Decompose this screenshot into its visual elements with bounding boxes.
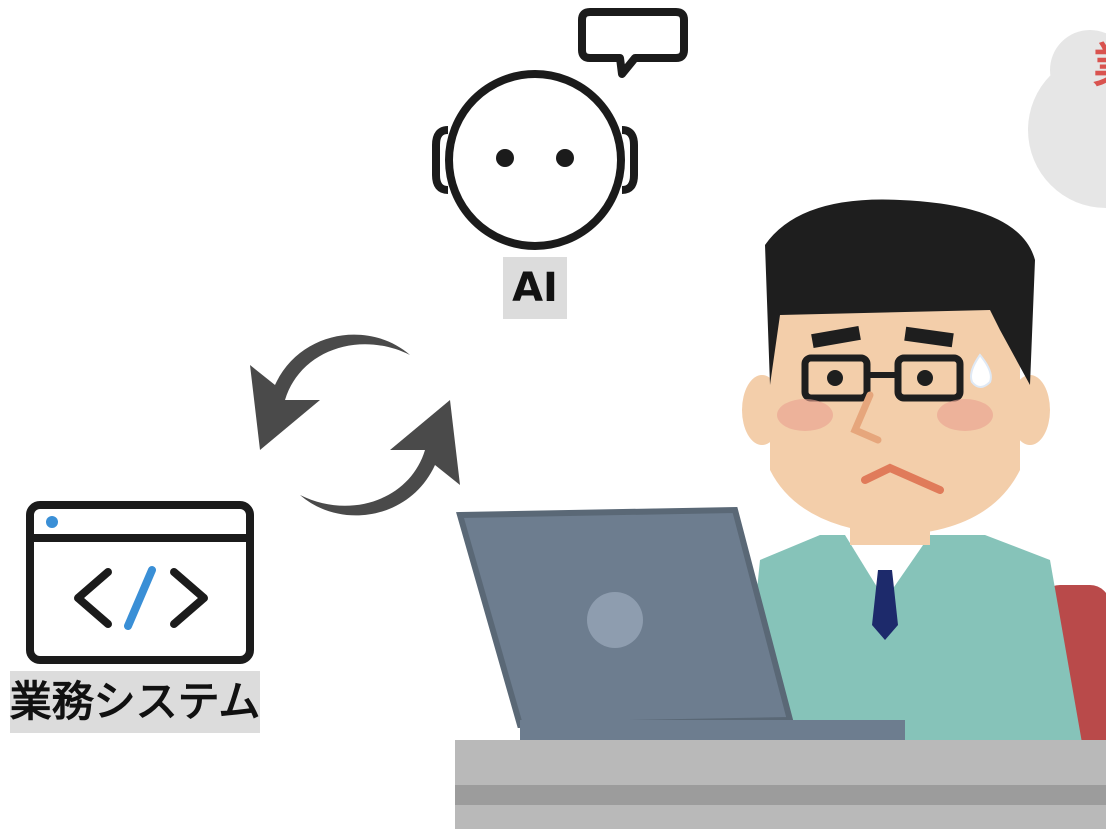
ai-label: AI bbox=[503, 257, 567, 319]
thought-cloud bbox=[1028, 30, 1106, 208]
business-system-label: 業務システム bbox=[10, 671, 260, 733]
laptop-icon bbox=[456, 506, 905, 740]
desk bbox=[455, 740, 1106, 829]
sync-arrows-icon bbox=[250, 334, 460, 516]
cloud-text: 業 bbox=[1084, 40, 1106, 88]
speech-bubble-icon bbox=[578, 8, 688, 78]
person-illustration bbox=[740, 199, 1085, 760]
robot-head-icon bbox=[432, 70, 638, 250]
code-window-icon bbox=[26, 501, 254, 664]
